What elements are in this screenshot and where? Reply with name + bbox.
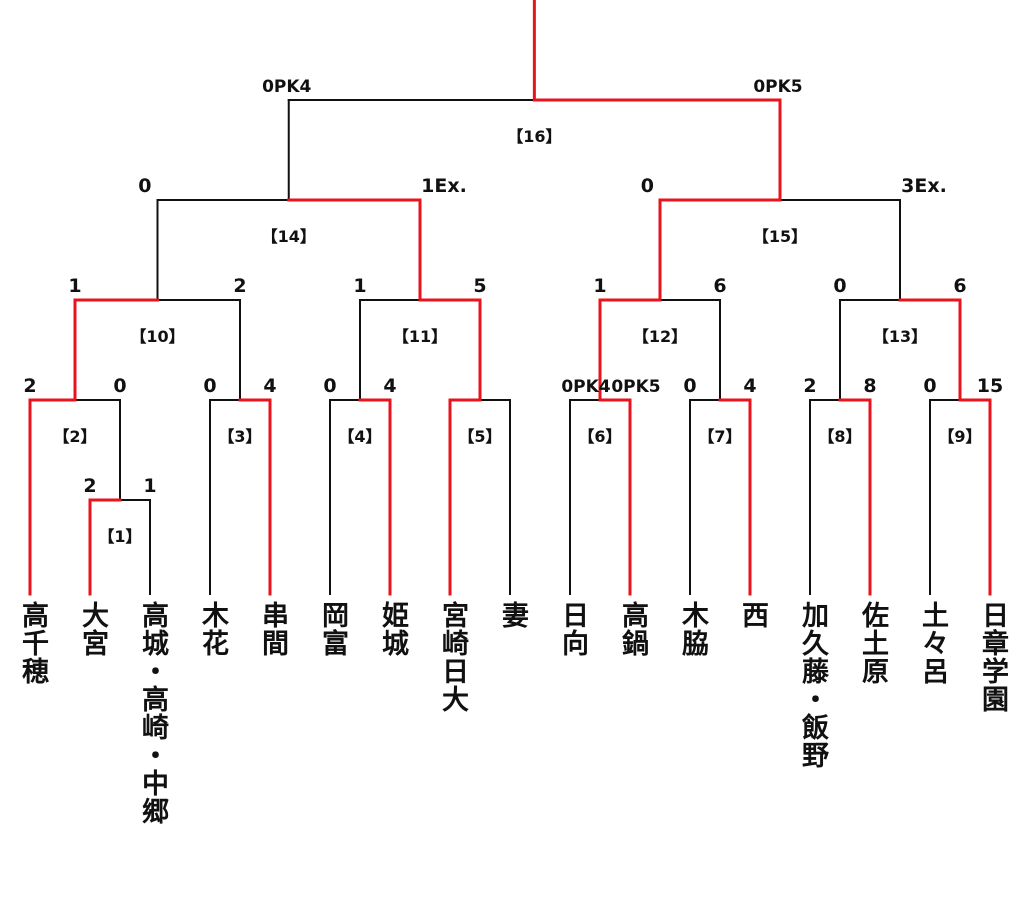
- score-left: 0PK4: [561, 377, 610, 397]
- match-number: 【9】: [938, 427, 981, 446]
- score-right: 3Ex.: [901, 175, 947, 197]
- team-name: 妻: [497, 601, 528, 629]
- score-right: 2: [233, 275, 246, 297]
- match-number: 【6】: [578, 427, 621, 446]
- team-name: 木脇: [677, 601, 708, 657]
- score-left: 2: [803, 375, 816, 397]
- match-number: 【12】: [633, 327, 687, 346]
- match-number: 【1】: [98, 527, 141, 546]
- team-name: 宮崎日大: [437, 601, 468, 713]
- match-number: 【4】: [338, 427, 381, 446]
- team-name: 高鍋: [617, 601, 648, 657]
- match-number: 【13】: [873, 327, 927, 346]
- score-left: 1: [68, 275, 81, 297]
- score-right: 6: [713, 275, 726, 297]
- score-right: 0PK5: [611, 377, 660, 397]
- team-name: 佐土原: [857, 601, 888, 685]
- match-number: 【15】: [753, 227, 807, 246]
- team-name: 高城・高崎・中郷: [137, 601, 168, 825]
- score-left: 0PK4: [262, 77, 311, 97]
- score-right: 8: [863, 375, 876, 397]
- score-left: 0: [323, 375, 336, 397]
- team-name: 串間: [257, 601, 288, 657]
- match-number: 【11】: [393, 327, 447, 346]
- team-name: 日向: [557, 601, 588, 657]
- team-name: 土々呂: [917, 601, 948, 685]
- team-name: 日章学園: [977, 601, 1008, 713]
- score-right: 4: [263, 375, 276, 397]
- team-name: 姫城: [377, 601, 408, 657]
- team-name: 木花: [197, 601, 228, 657]
- score-left: 1: [593, 275, 606, 297]
- match-number: 【8】: [818, 427, 861, 446]
- match-number: 【5】: [458, 427, 501, 446]
- score-right: 0PK5: [753, 77, 802, 97]
- score-left: 1: [353, 275, 366, 297]
- match-number: 【14】: [262, 227, 316, 246]
- team-name: 西: [737, 601, 768, 629]
- score-right: 2: [83, 475, 96, 497]
- match-number: 【3】: [218, 427, 261, 446]
- team-name: 加久藤・飯野: [797, 601, 828, 769]
- match-number: 【10】: [130, 327, 184, 346]
- team-name: 高千穂: [17, 601, 48, 685]
- score-right: 5: [473, 275, 486, 297]
- score-right: 1Ex.: [421, 175, 467, 197]
- match-number: 【16】: [507, 127, 561, 146]
- score-right: 0: [113, 375, 126, 397]
- score-left: 2: [23, 375, 36, 397]
- score-right: 4: [383, 375, 396, 397]
- score-left: 0: [923, 375, 936, 397]
- score-left: 0: [683, 375, 696, 397]
- match-number: 【7】: [698, 427, 741, 446]
- score-left: 0: [833, 275, 846, 297]
- score-right: 4: [743, 375, 756, 397]
- score-left: 0: [641, 175, 654, 197]
- score-right: 6: [953, 275, 966, 297]
- score-left: 0: [203, 375, 216, 397]
- score-right: 15: [977, 375, 1003, 397]
- team-name: 岡富: [317, 601, 348, 657]
- team-name: 大宮: [77, 601, 108, 657]
- match-number: 【2】: [53, 427, 96, 446]
- score-left: 0: [138, 175, 151, 197]
- score-left: 1: [143, 475, 156, 497]
